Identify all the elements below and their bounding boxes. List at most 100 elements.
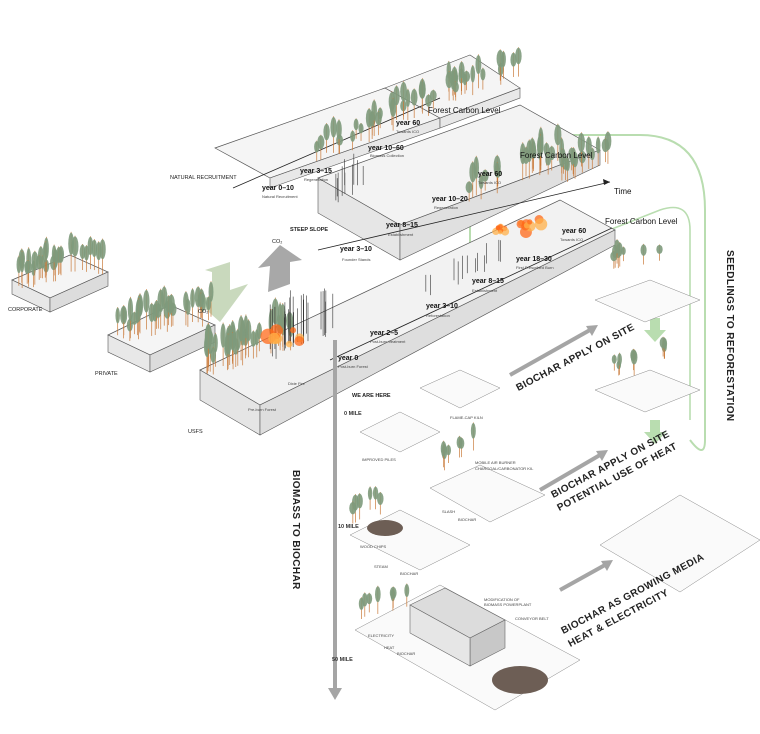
tree-canopy bbox=[418, 81, 426, 99]
tree-canopy bbox=[462, 71, 471, 82]
label-preburn: Pre-burn Forest bbox=[248, 407, 277, 412]
mid-desc-2: Establishment bbox=[388, 232, 414, 237]
tree-canopy bbox=[71, 236, 79, 257]
tree-canopy bbox=[475, 55, 482, 75]
top-desc-4: Towards ICO bbox=[396, 129, 420, 134]
label-biochar-a: BIOCHAR bbox=[458, 517, 477, 522]
tree-canopy bbox=[208, 281, 214, 302]
tree-canopy bbox=[400, 81, 408, 102]
axis-mid bbox=[317, 181, 611, 251]
label-flame-cap: FLAME-CAP KILN bbox=[450, 415, 483, 420]
tree-canopy bbox=[126, 318, 133, 332]
distance-50-mile: 50 MILE bbox=[332, 657, 353, 663]
low-desc-5: First Prescribed Burn bbox=[516, 265, 554, 270]
tree-canopy bbox=[445, 445, 452, 456]
tree-canopy bbox=[578, 150, 586, 164]
tree-canopy bbox=[656, 244, 663, 254]
label-co2-top: CO₂ bbox=[272, 239, 283, 245]
tree-canopy bbox=[375, 111, 382, 126]
scene-greenhouse bbox=[599, 494, 760, 593]
label-natural-recruitment: NATURAL RECRUITMENT bbox=[170, 175, 237, 181]
mid-desc-3: Regeneration bbox=[434, 205, 459, 210]
tree-canopy bbox=[528, 138, 536, 159]
tree-canopy bbox=[190, 288, 195, 308]
tree-canopy bbox=[480, 68, 486, 81]
tree-canopy bbox=[121, 305, 127, 323]
mid-year-1: year 3–10 bbox=[340, 246, 372, 253]
tree-canopy bbox=[210, 347, 217, 363]
tree-canopy bbox=[548, 146, 556, 161]
tree-canopy bbox=[595, 137, 601, 154]
tree-canopy bbox=[375, 586, 381, 603]
tree-canopy bbox=[510, 52, 517, 67]
low-year-2: year 2–5 bbox=[370, 330, 399, 337]
fire-blob bbox=[498, 224, 503, 229]
co2-up-arrow bbox=[258, 245, 302, 292]
top-year-1: year 0–10 bbox=[262, 185, 294, 192]
tree-canopy bbox=[558, 149, 565, 168]
tree-canopy bbox=[571, 147, 577, 165]
tree-canopy bbox=[451, 66, 458, 83]
seedling-flow-line-inner bbox=[431, 206, 691, 420]
tree-canopy bbox=[440, 441, 447, 457]
tree-canopy bbox=[501, 51, 506, 68]
tree-canopy bbox=[481, 169, 489, 182]
label-mobile-air: MOBILE AIR BURNER bbox=[475, 460, 516, 465]
tree-canopy bbox=[410, 89, 418, 106]
tree-canopy bbox=[83, 245, 90, 261]
tree-canopy bbox=[470, 65, 476, 83]
tree-canopy bbox=[220, 323, 226, 348]
scene-flame-cap bbox=[419, 369, 501, 409]
tree-canopy bbox=[389, 98, 397, 117]
fire-blob bbox=[285, 340, 293, 348]
tree-canopy bbox=[135, 299, 142, 323]
low-desc-2: Post-burn treatment bbox=[370, 339, 406, 344]
top-desc-3: Biomass Collection bbox=[370, 153, 405, 158]
tree-canopy bbox=[617, 353, 622, 366]
tree-canopy bbox=[640, 244, 647, 256]
low-year-3: year 3–10 bbox=[426, 303, 458, 310]
heading-seedlings: SEEDLINGS TO REFORESTATION bbox=[724, 250, 735, 422]
fire-blob bbox=[516, 219, 525, 229]
fire-blob bbox=[527, 219, 533, 225]
low-year-4: year 8–15 bbox=[472, 278, 504, 285]
low-year-1: year 0 bbox=[338, 355, 359, 362]
axis-top bbox=[232, 97, 441, 189]
label-usfs: USFS bbox=[188, 429, 203, 435]
tree-canopy bbox=[238, 315, 245, 342]
tree-canopy bbox=[465, 181, 473, 193]
tree-canopy bbox=[621, 246, 626, 256]
tree-canopy bbox=[469, 162, 477, 183]
label-co2-left: CO₂ bbox=[198, 309, 209, 315]
tree-canopy bbox=[51, 245, 57, 263]
tree-canopy bbox=[377, 492, 384, 506]
tree-canopy bbox=[330, 116, 337, 138]
block-corporate bbox=[11, 254, 109, 313]
label-corporate: CORPORATE bbox=[8, 307, 43, 313]
tree-canopy bbox=[610, 251, 618, 262]
top-year-3: year 10–60 bbox=[368, 145, 404, 152]
tree-canopy bbox=[245, 320, 252, 342]
fire-layer bbox=[260, 215, 548, 348]
low-year-5: year 18–30 bbox=[516, 256, 552, 263]
block-private bbox=[107, 304, 216, 373]
tree-canopy bbox=[79, 244, 86, 260]
tree-canopy bbox=[224, 334, 232, 355]
tree-canopy bbox=[271, 298, 280, 325]
tree-canopy bbox=[213, 333, 218, 353]
distance-0-mile: 0 MILE bbox=[344, 411, 362, 417]
green-arrows bbox=[644, 318, 666, 444]
label-forest-carbon-1: Forest Carbon Level bbox=[428, 106, 501, 115]
tree-canopy bbox=[425, 94, 432, 107]
tree-canopy bbox=[143, 289, 150, 313]
low-desc-4: Establishment bbox=[472, 288, 498, 293]
tree-canopy bbox=[372, 486, 379, 500]
axis-low bbox=[329, 227, 613, 361]
tree-canopy bbox=[349, 501, 357, 515]
low-desc-3: Reforestation bbox=[426, 313, 450, 318]
mid-desc-1: Founder Stands bbox=[342, 257, 371, 262]
slab-reforestation bbox=[199, 199, 616, 436]
label-wood-chips: WOOD CHIPS bbox=[360, 544, 387, 549]
top-desc-2: Regeneration bbox=[304, 177, 329, 182]
